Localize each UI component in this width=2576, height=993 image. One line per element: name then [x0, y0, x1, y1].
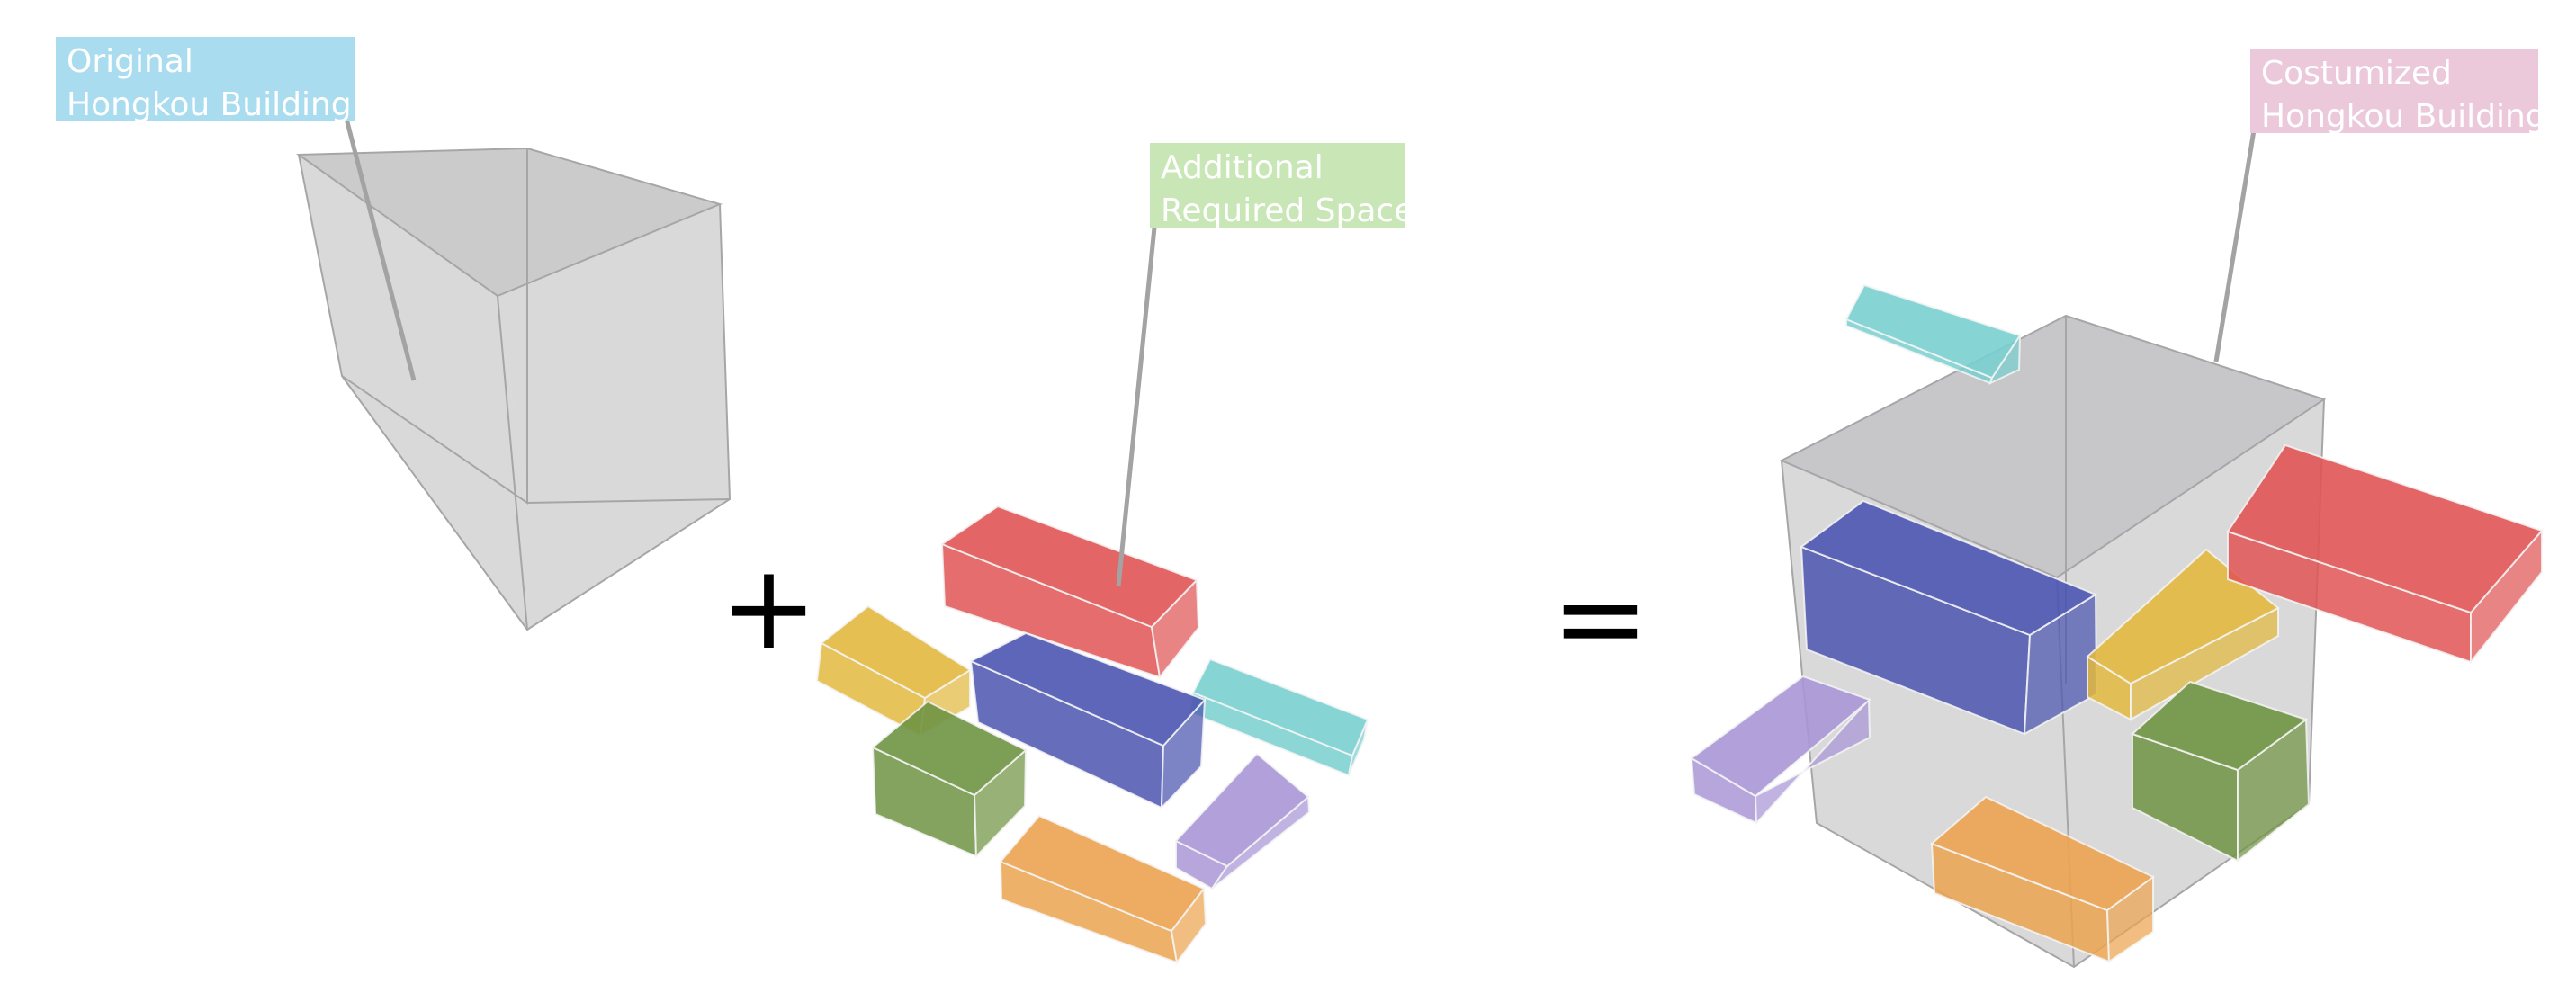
- label-customized: Costumized Hongkou Building: [2250, 49, 2546, 135]
- label-additional-line1: Additional: [1161, 149, 1324, 186]
- block-yellow-right: [2086, 548, 2280, 721]
- block-orange-right: [1930, 795, 2155, 963]
- block-cyan: [1188, 658, 1369, 777]
- label-customized-line2: Hongkou Building: [2261, 98, 2546, 135]
- block-orange: [999, 814, 1207, 965]
- additional-leader-line: [1116, 227, 1157, 587]
- label-original: Original Hongkou Building: [56, 37, 355, 123]
- block-purple-right: [1690, 675, 1871, 826]
- block-red-right: [2226, 443, 2544, 665]
- customized-leader-line: [2213, 130, 2257, 362]
- block-blue: [968, 631, 1207, 810]
- label-additional-line2: Required Space: [1161, 192, 1414, 229]
- customized-blocks: [1690, 283, 2544, 963]
- block-olive: [871, 700, 1028, 859]
- label-original-line1: Original: [67, 43, 193, 80]
- block-olive-right: [2131, 680, 2311, 863]
- additional-blocks: [815, 505, 1369, 965]
- block-cyan-right: [1844, 283, 2022, 385]
- block-purple: [1174, 752, 1311, 890]
- label-customized-line1: Costumized: [2261, 55, 2452, 92]
- original-leader-line: [343, 114, 417, 381]
- label-original-line2: Hongkou Building: [67, 86, 352, 123]
- block-red: [939, 505, 1200, 680]
- equals-operator: =: [1551, 550, 1649, 686]
- block-blue-right: [1799, 499, 2098, 736]
- label-additional: Additional Required Space: [1150, 143, 1414, 229]
- plus-operator: +: [720, 539, 818, 675]
- original-building: [295, 147, 732, 631]
- block-yellow: [815, 604, 972, 738]
